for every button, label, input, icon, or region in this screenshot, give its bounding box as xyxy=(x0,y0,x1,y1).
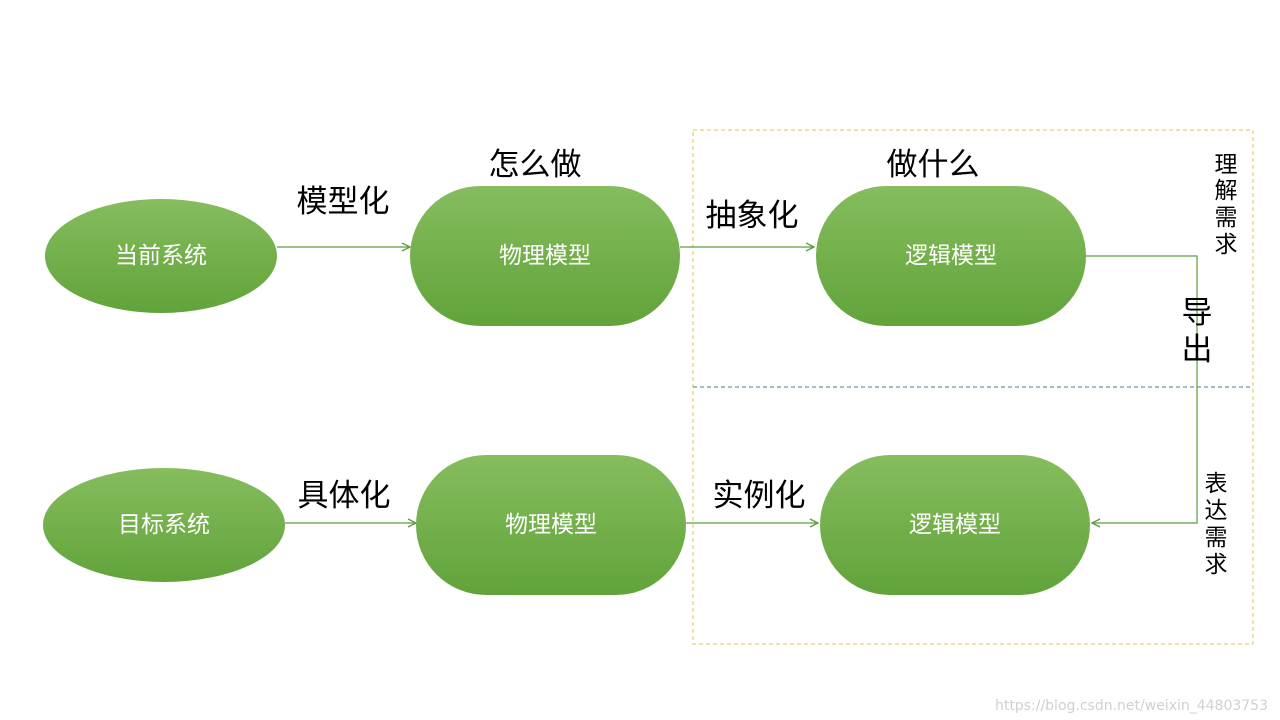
current-system-node xyxy=(45,199,277,313)
label-modeling: 模型化 xyxy=(297,184,390,220)
label-understand-requirements: 理 解 需 求 xyxy=(1215,152,1238,258)
express-char-4: 求 xyxy=(1205,552,1228,578)
logical-model-top-node xyxy=(816,186,1086,326)
physical-model-top-node xyxy=(410,186,680,326)
label-what-to-do: 做什么 xyxy=(887,147,980,183)
label-derive: 导 出 xyxy=(1182,295,1213,368)
target-system-node xyxy=(43,468,285,582)
physical-model-bottom-label: 物理模型 xyxy=(505,512,597,538)
target-system-label: 目标系统 xyxy=(118,512,210,538)
derive-char-1: 导 xyxy=(1182,295,1213,331)
physical-model-bottom-node xyxy=(416,455,686,595)
express-char-2: 达 xyxy=(1205,498,1228,524)
logical-model-bottom-label: 逻辑模型 xyxy=(909,512,1001,538)
express-char-3: 需 xyxy=(1205,525,1228,551)
physical-model-top-label: 物理模型 xyxy=(499,243,591,269)
understand-char-4: 求 xyxy=(1215,232,1238,258)
label-abstraction: 抽象化 xyxy=(706,198,799,234)
derive-char-2: 出 xyxy=(1182,332,1213,368)
understand-char-2: 解 xyxy=(1215,178,1238,204)
logical-model-bottom-node xyxy=(820,455,1090,595)
watermark-url: https://blog.csdn.net/weixin_44803753 xyxy=(994,698,1268,714)
understand-char-3: 需 xyxy=(1215,205,1238,231)
label-how-to-do: 怎么做 xyxy=(489,147,582,183)
logical-model-top-label: 逻辑模型 xyxy=(905,243,997,269)
label-concretization: 具体化 xyxy=(298,478,391,514)
understand-char-1: 理 xyxy=(1215,152,1238,178)
current-system-label: 当前系统 xyxy=(115,243,207,269)
express-char-1: 表 xyxy=(1205,471,1228,497)
label-instantiation: 实例化 xyxy=(713,478,806,514)
connector-derive xyxy=(1086,255,1198,523)
label-express-requirements: 表 达 需 求 xyxy=(1205,471,1228,578)
